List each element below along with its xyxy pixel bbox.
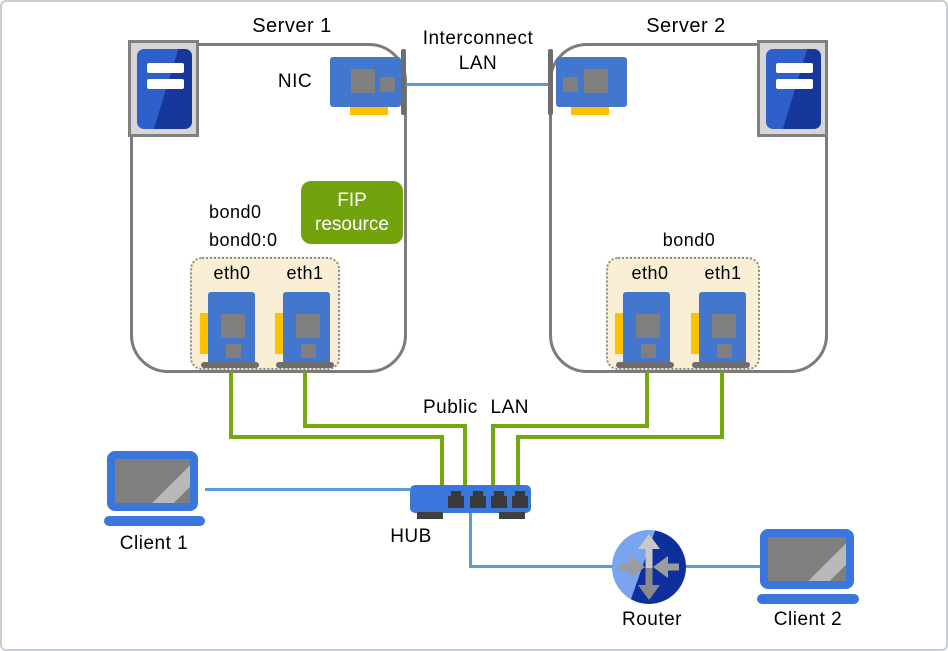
client1-laptop-icon	[107, 451, 198, 511]
server1-title: Server 1	[252, 15, 332, 37]
server-drive-bay	[147, 79, 184, 89]
hub-icon	[410, 485, 531, 519]
client2-label: Client 2	[773, 609, 843, 630]
cable-s1-eth0	[229, 435, 444, 439]
eth0-nic-icon	[200, 292, 260, 370]
cable-s2-eth1	[516, 435, 724, 439]
fip-resource-badge: FIP resource	[301, 181, 403, 244]
nic-connector	[200, 313, 209, 354]
nic-bracket	[616, 362, 674, 368]
interconnect-lan-line	[406, 83, 550, 86]
server-drive-bay	[776, 79, 813, 89]
cable-s1-eth0	[229, 372, 233, 439]
nic-chip	[221, 314, 245, 338]
nic-connector	[350, 107, 388, 115]
nic-chip	[641, 344, 656, 358]
cable-client1-hub	[205, 488, 410, 491]
server2-eth1-label: eth1	[704, 263, 742, 283]
nic-card-icon	[330, 49, 406, 115]
server-tower-icon	[757, 40, 828, 137]
client2-laptop-icon	[760, 529, 854, 589]
nic-card-icon	[548, 49, 627, 115]
server2-bond0-label: bond0	[662, 230, 716, 250]
cable-s2-eth1	[516, 435, 520, 487]
nic-chip	[563, 77, 578, 92]
server-drive-bay	[147, 63, 184, 73]
nic-label: NIC	[277, 71, 313, 92]
interconnect-lan-label-line2: LAN	[458, 53, 498, 74]
server-tower-face	[137, 49, 192, 129]
server2-title: Server 2	[646, 15, 726, 37]
server-tower-icon	[128, 40, 199, 137]
cable-s1-eth0	[440, 435, 444, 487]
cable-s1-eth1	[463, 424, 467, 487]
hub-port	[512, 491, 528, 508]
nic-chip	[584, 69, 608, 93]
nic-connector	[571, 107, 609, 115]
hub-port	[491, 491, 507, 508]
nic-chip	[717, 344, 732, 358]
eth0-nic-icon	[615, 292, 675, 370]
server1-bond0-0-label: bond0:0	[209, 230, 278, 250]
interconnect-lan-label-line1: Interconnect	[422, 28, 534, 49]
server1-eth0-label: eth0	[213, 263, 251, 283]
nic-bracket	[201, 362, 259, 368]
nic-bracket	[401, 49, 406, 115]
cable-hub-down	[469, 513, 472, 568]
nic-connector	[691, 313, 700, 354]
nic-bracket	[692, 362, 750, 368]
nic-bracket	[548, 49, 553, 115]
hub-label: HUB	[390, 526, 432, 547]
router-icon	[612, 530, 686, 604]
nic-chip	[636, 314, 660, 338]
nic-chip	[351, 69, 375, 93]
cable-s2-eth1	[720, 372, 724, 439]
nic-bracket	[276, 362, 334, 368]
server-tower-face	[766, 49, 821, 129]
nic-chip	[301, 344, 316, 358]
server1-eth1-label: eth1	[286, 263, 324, 283]
nic-chip	[296, 314, 320, 338]
server1-bond0-label: bond0	[209, 202, 262, 222]
fip-resource-line1: FIP	[337, 190, 367, 211]
router-label: Router	[621, 609, 683, 630]
eth1-nic-icon	[691, 292, 751, 370]
cable-s2-eth0	[491, 424, 495, 487]
cable-s1-eth1	[303, 372, 307, 428]
nic-connector	[615, 313, 624, 354]
nic-chip	[226, 344, 241, 358]
server-drive-bay	[776, 63, 813, 73]
server2-eth0-label: eth0	[631, 263, 669, 283]
cable-s1-eth1	[303, 424, 467, 428]
hub-foot	[499, 512, 525, 519]
cable-s2-eth0	[491, 424, 649, 428]
nic-connector	[275, 313, 284, 354]
public-lan-label: Public LAN	[423, 397, 529, 418]
nic-chip	[712, 314, 736, 338]
hub-port	[448, 491, 464, 508]
client2-laptop-base	[757, 594, 859, 604]
eth1-nic-icon	[275, 292, 335, 370]
client1-label: Client 1	[119, 533, 189, 554]
cable-s2-eth0	[645, 372, 649, 428]
fip-resource-line2: resource	[315, 214, 389, 235]
hub-port	[470, 491, 486, 508]
hub-foot	[417, 512, 443, 519]
client1-laptop-base	[104, 516, 205, 526]
nic-chip	[380, 77, 395, 92]
